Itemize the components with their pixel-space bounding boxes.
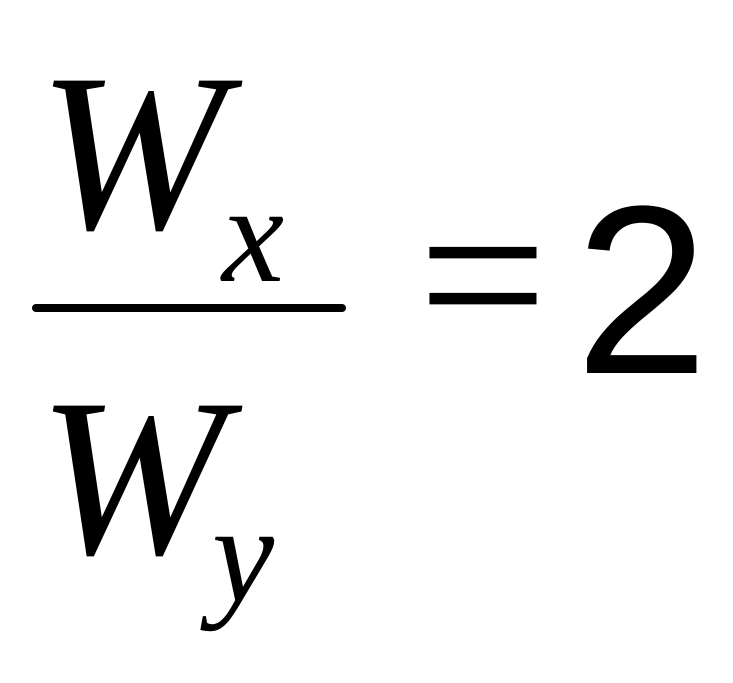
denominator-subscript: y bbox=[212, 477, 275, 632]
rhs-value: 2 bbox=[575, 156, 709, 424]
fraction-bar bbox=[32, 304, 346, 312]
denominator-base: W bbox=[38, 352, 226, 602]
equals-sign: = bbox=[418, 147, 548, 402]
numerator-subscript: x bbox=[222, 157, 285, 312]
numerator-base: W bbox=[38, 27, 226, 277]
